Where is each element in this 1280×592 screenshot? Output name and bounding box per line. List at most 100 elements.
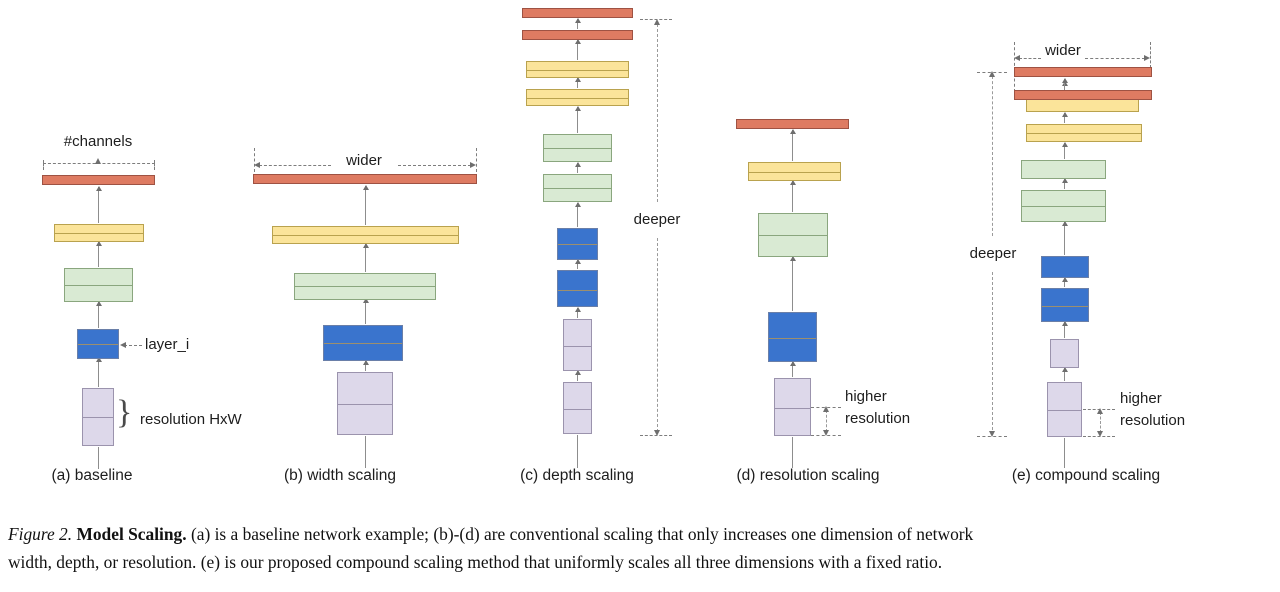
input-stem-b xyxy=(365,436,366,468)
block-red-a xyxy=(42,175,155,185)
block-yellow-c-1 xyxy=(526,89,629,106)
higher-res-line-e xyxy=(1100,412,1101,433)
deeper-line-upper-c xyxy=(657,24,658,202)
deeper-line-lower-c xyxy=(657,238,658,432)
block-red-c-1 xyxy=(522,30,633,40)
block-red-d xyxy=(736,119,849,129)
deeper-arrow-bottom-e xyxy=(988,431,995,437)
block-red-c-2 xyxy=(522,8,633,18)
higher-res-arrow-bottom-d xyxy=(822,430,829,436)
block-purple-d xyxy=(774,378,811,436)
wider-measure-left-b xyxy=(259,165,331,166)
wider-label-b: wider xyxy=(346,152,382,169)
block-purple-e-1 xyxy=(1047,382,1082,437)
higher-label-d: higher xyxy=(845,388,887,405)
connector-e-4 xyxy=(1061,221,1068,255)
connector-yellow-red-b xyxy=(362,185,369,225)
block-red-e-1 xyxy=(1014,90,1152,100)
resolution-label-e: resolution xyxy=(1120,412,1186,429)
caption-line-1-rest: (a) is a baseline network example; (b)-(… xyxy=(186,524,974,544)
block-yellow-b xyxy=(272,226,459,244)
deeper-line-lower-e xyxy=(992,272,993,430)
connector-e-9 xyxy=(1061,78,1068,89)
connector-e-2 xyxy=(1061,321,1068,338)
connector-c-7 xyxy=(574,77,581,88)
block-blue-c-1 xyxy=(557,270,598,307)
channels-label: #channels xyxy=(63,133,133,150)
connector-green-yellow-d xyxy=(789,180,796,212)
connector-c-1 xyxy=(574,370,581,381)
channels-guide-left xyxy=(43,160,44,170)
connector-yellow-red-d xyxy=(789,129,796,161)
connector-c-2 xyxy=(574,307,581,318)
wider-arrow-right-e xyxy=(1144,54,1150,61)
deeper-line-upper-e xyxy=(992,76,993,236)
deeper-arrow-top-e xyxy=(988,71,995,77)
resolution-brace: } xyxy=(116,394,133,431)
input-stem xyxy=(98,447,99,469)
block-yellow-e-2 xyxy=(1026,98,1139,112)
wider-label-e: wider xyxy=(1045,42,1081,59)
block-green-e-1 xyxy=(1021,190,1106,222)
wider-measure-right-e xyxy=(1085,58,1145,59)
connector-green-yellow xyxy=(95,241,102,267)
caption-line-2: width, depth, or resolution. (e) is our … xyxy=(8,552,943,572)
block-yellow-a xyxy=(54,224,144,242)
wider-arrow-left-e xyxy=(1014,54,1020,61)
connector-c-6 xyxy=(574,106,581,133)
figure-title: Model Scaling. xyxy=(76,524,187,544)
connector-purple-blue xyxy=(95,357,102,387)
connector-c-8 xyxy=(574,39,581,60)
deeper-arrow-bottom-c xyxy=(653,430,660,436)
connector-c-5 xyxy=(574,162,581,173)
connector-purple-blue-b xyxy=(362,360,369,371)
block-green-d xyxy=(758,213,828,257)
deeper-label-c: deeper xyxy=(633,211,681,228)
higher-label-e: higher xyxy=(1120,390,1162,407)
figure-2-model-scaling: #channels layer_i } resolution HxW xyxy=(42,8,1186,484)
connector-yellow-red xyxy=(95,186,102,223)
connector-c-9 xyxy=(574,18,581,29)
block-green-c-2 xyxy=(543,134,612,162)
deeper-label-e: deeper xyxy=(969,245,1017,262)
panel-e-caption: (e) compound scaling xyxy=(1011,467,1161,484)
panel-b-caption: (b) width scaling xyxy=(284,467,396,484)
block-purple-b xyxy=(337,372,393,435)
channels-measure-arrow xyxy=(95,158,101,164)
channels-guide-right xyxy=(154,160,155,170)
block-green-e-2 xyxy=(1021,160,1106,179)
connector-purple-blue-d xyxy=(789,361,796,377)
connector-blue-green-d xyxy=(789,256,796,311)
connector-e-5 xyxy=(1061,178,1068,189)
wider-measure-left-e xyxy=(1019,58,1041,59)
wider-arrow-right-b xyxy=(470,161,476,168)
block-purple-a xyxy=(82,388,114,446)
block-blue-a xyxy=(77,329,119,359)
block-green-a xyxy=(64,268,133,302)
higher-res-arrow-top-e xyxy=(1096,408,1103,414)
block-green-b xyxy=(294,273,436,300)
connector-blue-green xyxy=(95,301,102,328)
resolution-label-d: resolution xyxy=(845,410,911,427)
connector-e-6 xyxy=(1061,142,1068,159)
block-blue-c-2 xyxy=(557,228,598,260)
layer-i-arrow xyxy=(120,341,126,348)
block-purple-c-2 xyxy=(563,319,592,371)
connector-e-1 xyxy=(1061,367,1068,381)
input-stem-c xyxy=(577,435,578,468)
panel-a-caption: (a) baseline xyxy=(51,467,133,484)
wider-guide-left-b xyxy=(254,148,255,172)
connector-green-yellow-b xyxy=(362,243,369,272)
input-stem-d xyxy=(792,437,793,468)
block-blue-b xyxy=(323,325,403,361)
resolution-label: resolution HxW xyxy=(140,411,242,428)
connector-blue-green-b xyxy=(362,298,369,324)
connector-c-4 xyxy=(574,202,581,227)
block-yellow-d xyxy=(748,162,841,181)
block-green-c-1 xyxy=(543,174,612,202)
deeper-arrow-top-c xyxy=(653,19,660,25)
wider-guide-right-e xyxy=(1150,42,1151,68)
connector-c-3 xyxy=(574,259,581,269)
layer-i-label: layer_i xyxy=(145,336,190,353)
panel-d-caption: (d) resolution scaling xyxy=(736,467,880,484)
